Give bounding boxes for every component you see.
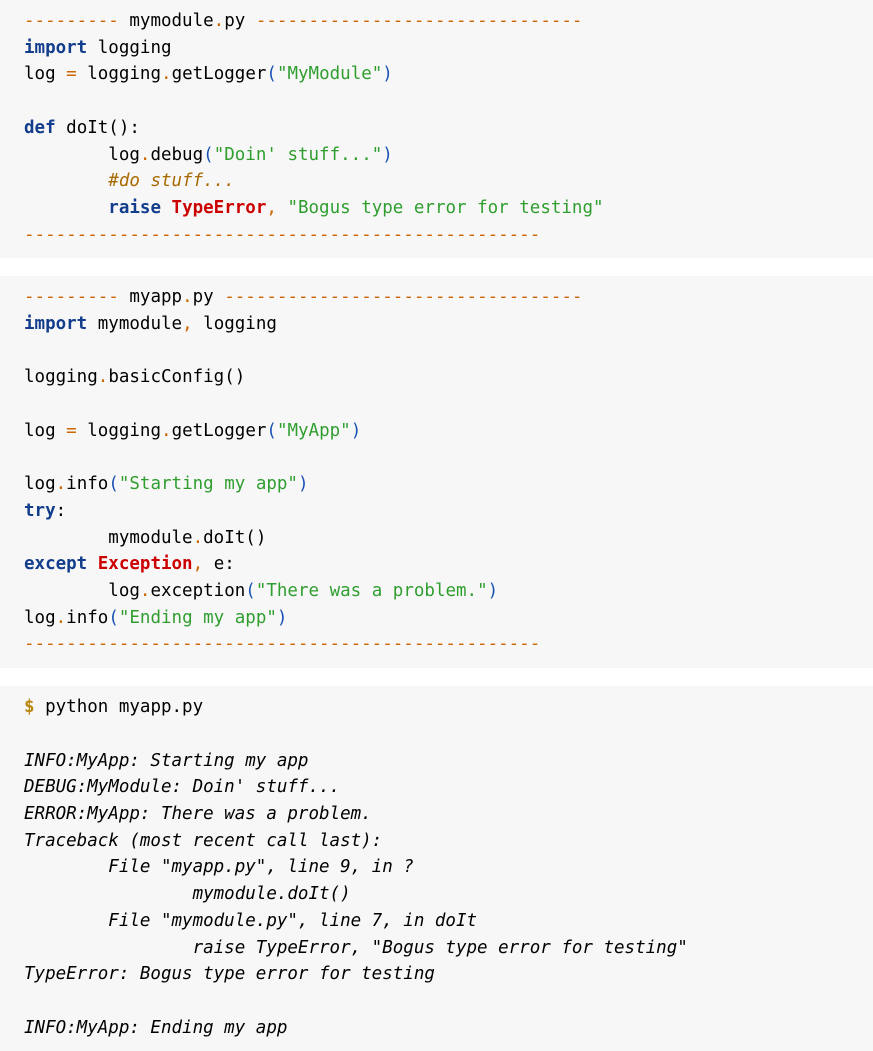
attribute-dot: . <box>192 527 204 548</box>
shell-prompt-icon: $ <box>24 697 35 718</box>
log-line-error: ERROR:MyApp: There was a problem. <box>24 803 372 824</box>
identifier-log: log <box>108 581 140 602</box>
colon-def: : <box>129 117 140 138</box>
string-starting-my-app: "Starting my app" <box>118 474 298 495</box>
traceback-source-mymodule: raise TypeError, "Bogus type error for t… <box>24 937 688 958</box>
exception-exception: Exception <box>97 554 193 575</box>
operator-assign: = <box>66 420 77 441</box>
keyword-import: import <box>24 37 88 58</box>
method-getlogger: getLogger <box>171 64 267 85</box>
function-doit: doIt() <box>66 117 130 138</box>
separator-dashes-left: --------- <box>24 287 119 308</box>
attribute-dot: . <box>161 64 172 85</box>
module-ref-logging: logging <box>24 367 98 388</box>
separator-footer: ----------------------------------------… <box>24 224 541 245</box>
keyword-try: try <box>24 500 56 521</box>
traceback-source-myapp: mymodule.doIt() <box>24 884 351 905</box>
comma-except: , <box>192 554 204 575</box>
attribute-dot: . <box>139 144 151 165</box>
separator-dashes-left: --------- <box>24 11 119 31</box>
filename-base: mymodule <box>129 11 214 31</box>
module-logging: logging <box>97 37 172 58</box>
traceback-header: Traceback (most recent call last): <box>24 830 383 851</box>
method-basicconfig: basicConfig() <box>108 367 246 388</box>
variable-e: e: <box>213 554 235 575</box>
module-ref-logging: logging <box>87 420 162 441</box>
filename-dot: . <box>182 287 193 308</box>
paren-open: ( <box>266 64 277 85</box>
paren-open: ( <box>108 607 119 628</box>
exception-typeerror: TypeError <box>171 197 267 218</box>
colon-try: : <box>55 500 67 521</box>
attribute-dot: . <box>97 367 109 388</box>
string-there-was-a-problem: "There was a problem." <box>255 581 488 602</box>
paren-close: ) <box>382 144 393 165</box>
paren-open: ( <box>203 144 214 165</box>
method-debug: debug <box>150 144 204 165</box>
string-ending-my-app: "Ending my app" <box>118 607 277 628</box>
attribute-dot: . <box>139 581 151 602</box>
identifier-log-debug: log <box>108 144 140 165</box>
paren-close: ) <box>487 581 499 602</box>
comma-import: , <box>182 314 193 335</box>
code-content-myapp[interactable]: --------- myapp.py ---------------------… <box>0 284 873 658</box>
traceback-file-mymodule: File "mymodule.py", line 7, in doIt <box>24 910 478 931</box>
identifier-log: log <box>24 64 56 85</box>
identifier-log: log <box>24 420 56 441</box>
operator-assign: = <box>66 64 77 85</box>
terminal-content[interactable]: $ python myapp.py INFO:MyApp: Starting m… <box>0 694 873 1041</box>
attribute-dot: . <box>55 607 67 628</box>
code-block-mymodule: --------- mymodule.py ------------------… <box>0 0 873 259</box>
identifier-log: log <box>24 474 56 495</box>
method-info: info <box>66 607 109 628</box>
code-content-mymodule[interactable]: --------- mymodule.py ------------------… <box>0 8 873 248</box>
comma-raise: , <box>266 197 277 218</box>
log-line-info-start: INFO:MyApp: Starting my app <box>24 750 309 771</box>
filename-ext: py <box>224 11 246 31</box>
method-doit: doIt() <box>203 527 267 548</box>
paren-close: ) <box>350 420 362 441</box>
keyword-except: except <box>24 554 88 575</box>
code-block-myapp: --------- myapp.py ---------------------… <box>0 276 873 669</box>
traceback-exception-line: TypeError: Bogus type error for testing <box>24 964 435 985</box>
paren-close: ) <box>276 607 288 628</box>
method-exception: exception <box>150 581 246 602</box>
string-myapp: "MyApp" <box>276 420 351 441</box>
module-ref-logging: logging <box>87 64 162 85</box>
keyword-def: def <box>24 117 56 138</box>
code-block-terminal: $ python myapp.py INFO:MyApp: Starting m… <box>0 686 873 1051</box>
traceback-file-myapp: File "myapp.py", line 9, in ? <box>24 857 414 878</box>
shell-command: python myapp.py <box>45 697 204 718</box>
identifier-log: log <box>24 607 56 628</box>
module-ref-mymodule: mymodule <box>108 527 193 548</box>
paren-open: ( <box>108 474 119 495</box>
filename-base: myapp <box>129 287 183 308</box>
paren-close: ) <box>382 64 393 85</box>
keyword-raise: raise <box>108 197 161 218</box>
paren-close: ) <box>297 474 309 495</box>
block-gap-1 <box>0 258 873 277</box>
attribute-dot: . <box>55 474 67 495</box>
method-getlogger: getLogger <box>171 420 267 441</box>
log-line-info-end: INFO:MyApp: Ending my app <box>24 1017 288 1038</box>
separator-dashes-right: ---------------------------------- <box>224 287 583 308</box>
string-bogus-type-error: "Bogus type error for testing" <box>287 197 604 218</box>
string-mymodule: "MyModule" <box>276 64 383 85</box>
method-info: info <box>66 474 109 495</box>
string-doin-stuff: "Doin' stuff..." <box>213 144 383 165</box>
attribute-dot: . <box>161 420 172 441</box>
paren-open: ( <box>266 420 277 441</box>
separator-dashes-right: ------------------------------- <box>255 11 583 31</box>
module-logging: logging <box>203 314 277 335</box>
separator-footer: ----------------------------------------… <box>24 634 541 655</box>
block-gap-2 <box>0 668 873 687</box>
module-mymodule: mymodule <box>97 314 183 335</box>
paren-open: ( <box>245 581 256 602</box>
filename-ext: py <box>192 287 214 308</box>
keyword-import: import <box>24 314 88 335</box>
log-line-debug: DEBUG:MyModule: Doin' stuff... <box>24 777 341 798</box>
comment-do-stuff: #do stuff... <box>108 171 235 192</box>
filename-dot: . <box>213 11 225 31</box>
